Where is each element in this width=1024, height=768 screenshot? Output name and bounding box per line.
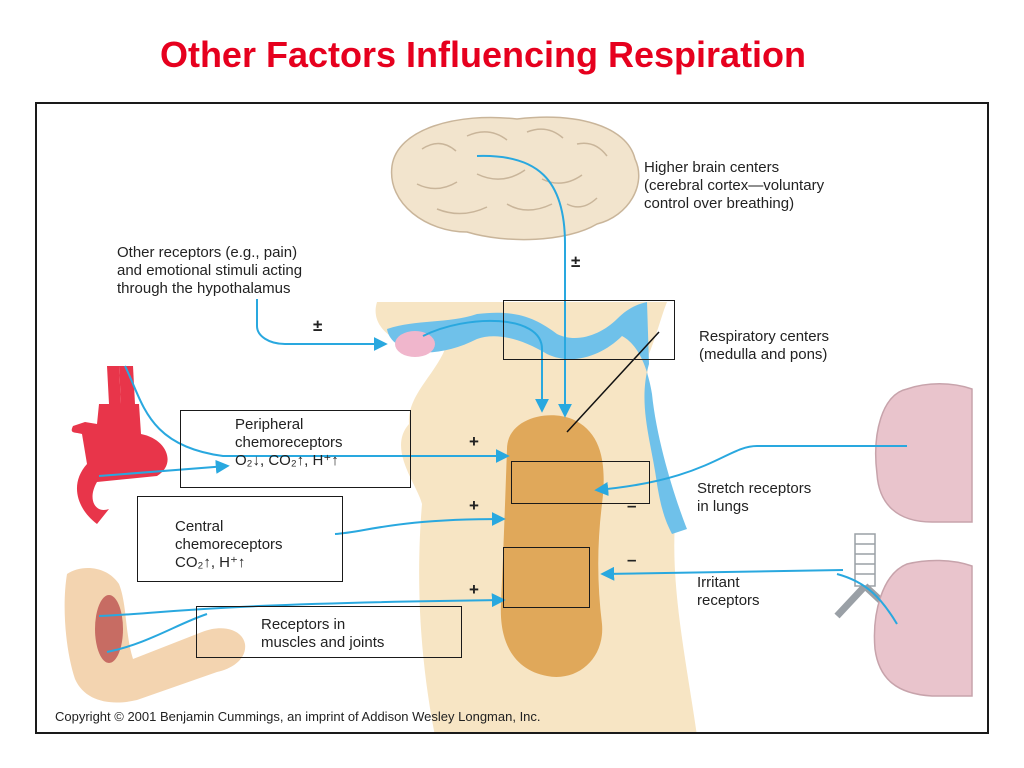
arrow-peripheral-to-medulla [124, 365, 510, 463]
medulla-pons-illustration [500, 415, 604, 677]
label-peripheral-chemoreceptors: Peripheral chemoreceptors O₂↓, CO₂↑, H⁺↑ [235, 416, 343, 469]
leader-respiratory-centers [566, 331, 660, 433]
aorta-illustration [71, 366, 168, 524]
highlight-box-central [137, 496, 343, 582]
arm-illustration [64, 568, 246, 703]
label-higher-brain: Higher brain centers (cerebral cortex—vo… [644, 159, 825, 212]
arrow-stretch-to-medulla [594, 445, 907, 496]
arrow-other-receptors-to-hypothalamus [256, 299, 388, 351]
highlight-box-stretch [511, 461, 650, 504]
signal-arrows [98, 154, 907, 653]
slide-title: Other Factors Influencing Respiration [159, 34, 807, 75]
label-other-receptors: Other receptors (e.g., pain) and emotion… [117, 244, 303, 297]
label-respiratory-centers: Respiratory centers (medulla and pons) [699, 328, 830, 363]
arrow-hypothalamus-to-medulla [422, 319, 549, 413]
sign-hypothalamus: ± [313, 316, 323, 335]
sign-central: + [469, 496, 479, 515]
highlight-box-peripheral [180, 410, 411, 488]
brain-illustration [390, 116, 640, 241]
brainstem-illustration [375, 302, 697, 732]
label-irritant-receptors: Irritant receptors [697, 574, 760, 609]
arrow-brain-to-medulla [476, 154, 572, 418]
sign-brain: ± [571, 252, 581, 271]
diagram-frame: Higher brain centers (cerebral cortex—vo… [35, 102, 989, 734]
sign-muscles: + [469, 580, 479, 599]
label-stretch-receptors: Stretch receptors in lungs [697, 480, 812, 515]
sign-stretch: – [627, 496, 637, 515]
muscle-illustration [95, 595, 123, 663]
arrow-peripheral-to-aorta [98, 459, 230, 477]
lung-illustration-lower [873, 559, 973, 697]
highlight-box-respiratory-centers [503, 300, 675, 360]
highlight-box-muscles [196, 606, 462, 658]
highlight-box-irritant [503, 547, 590, 608]
copyright-notice: Copyright © 2001 Benjamin Cummings, an i… [55, 709, 541, 724]
arrow-irritant-lung [836, 573, 898, 625]
label-muscle-receptors: Receptors in muscles and joints [261, 616, 385, 651]
respiration-diagram [64, 116, 973, 732]
lung-illustration-upper [875, 383, 973, 523]
arrow-muscles-secondary [106, 613, 208, 653]
label-central-chemoreceptors: Central chemoreceptors CO₂↑, H⁺↑ [175, 518, 283, 571]
arrow-irritant-to-medulla [600, 566, 844, 581]
arrow-muscles-to-medulla [98, 593, 506, 617]
hypothalamus-illustration [395, 331, 435, 357]
sign-irritant: – [627, 550, 637, 569]
sign-peripheral: + [469, 432, 479, 451]
arrow-central-to-medulla [334, 512, 506, 535]
